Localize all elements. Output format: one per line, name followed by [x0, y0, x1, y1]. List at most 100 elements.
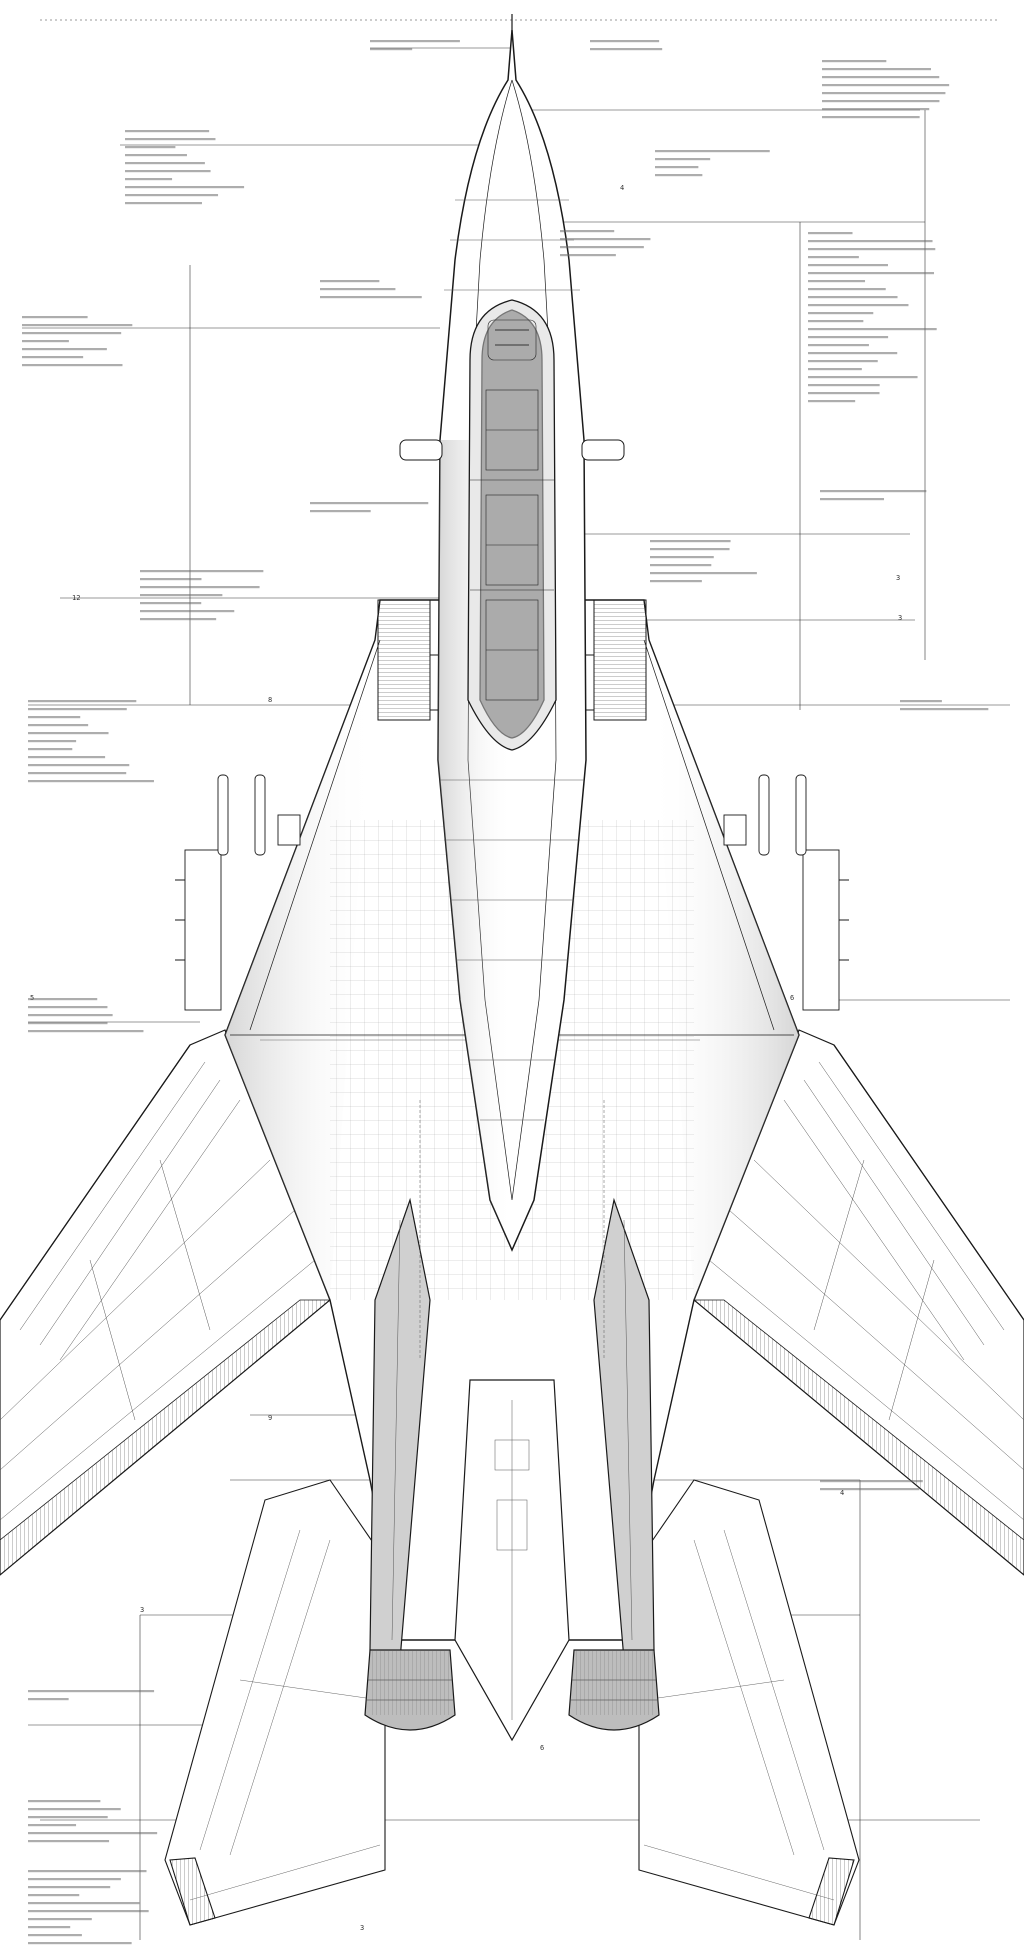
- tail-cone: [454, 1379, 570, 1742]
- right-wing: [692, 1029, 1024, 1576]
- annotation-line: [808, 320, 864, 323]
- annotation-line: [125, 138, 216, 141]
- annotation-line: [820, 1488, 920, 1491]
- annotation-line: [808, 304, 909, 307]
- annotation-line: [28, 1878, 121, 1881]
- annotation-line: [650, 548, 730, 551]
- annotation-line: [22, 340, 69, 343]
- annotation-line: [125, 170, 211, 173]
- annotation-line: [820, 498, 885, 501]
- annotation-line: [22, 364, 123, 367]
- annotation-line: [808, 392, 880, 395]
- annotation-line: [808, 400, 856, 403]
- svg-text:12: 12: [72, 594, 80, 602]
- annotation-line: [28, 1006, 108, 1009]
- annotation-line: [560, 254, 616, 257]
- annotation-line: [820, 490, 927, 493]
- annotation-line: [28, 1832, 158, 1835]
- annotation-line: [22, 316, 88, 319]
- svg-text:6: 6: [540, 1744, 544, 1752]
- annotation-line: [28, 1698, 69, 1701]
- annotation-line: [28, 1886, 111, 1889]
- left-stabilator: [164, 1479, 386, 1926]
- annotation-line: [655, 150, 770, 153]
- annotation-line: [28, 998, 98, 1001]
- annotation-line: [22, 332, 122, 335]
- annotation-line: [28, 1926, 71, 1929]
- annotation-line: [125, 194, 219, 197]
- annotation-line: [28, 1022, 108, 1025]
- annotation-line: [28, 764, 130, 767]
- annotation-line: [655, 174, 703, 177]
- forward-fins: [399, 439, 625, 461]
- exhaust-nozzle-icon: [364, 1649, 660, 1731]
- svg-text:3: 3: [140, 1606, 144, 1614]
- annotation-line: [808, 368, 862, 371]
- annotation-line: [808, 344, 869, 347]
- annotation-line: [28, 740, 77, 743]
- annotation-line: [822, 84, 950, 87]
- annotation-line: [808, 272, 935, 275]
- annotation-line: [820, 1480, 923, 1483]
- annotation-line: [560, 246, 644, 249]
- annotation-line: [140, 602, 202, 605]
- annotation-line: [28, 756, 106, 759]
- annotation-line: [655, 166, 699, 169]
- annotation-line: [808, 248, 936, 251]
- annotation-line: [140, 618, 217, 621]
- annotation-line: [900, 700, 942, 703]
- annotation-line: [822, 68, 931, 71]
- annotation-line: [650, 540, 731, 543]
- annotation-line: [28, 1824, 77, 1827]
- annotation-line: [320, 296, 422, 299]
- annotation-line: [590, 48, 663, 51]
- svg-text:4: 4: [620, 184, 624, 192]
- annotation-line: [808, 256, 859, 259]
- vertical-tails: [369, 1197, 655, 1661]
- annotation-line: [822, 116, 920, 119]
- annotation-line: [22, 348, 107, 351]
- annotation-line: [28, 1840, 110, 1843]
- canopy-icon: [467, 299, 557, 751]
- svg-text:9: 9: [268, 1414, 272, 1422]
- annotation-line: [28, 1902, 140, 1905]
- annotation-line: [28, 724, 89, 727]
- annotation-line: [140, 570, 264, 573]
- annotation-line: [28, 700, 137, 703]
- svg-text:8: 8: [268, 696, 272, 704]
- annotation-line: [822, 100, 940, 103]
- annotation-line: [370, 40, 460, 43]
- annotation-line: [822, 108, 930, 111]
- annotation-line: [140, 578, 202, 581]
- annotation-line: [808, 264, 888, 267]
- annotation-line: [370, 48, 413, 51]
- annotation-line: [28, 732, 109, 735]
- annotation-line: [22, 324, 133, 327]
- annotation-line: [822, 92, 946, 95]
- annotation-line: [310, 510, 371, 513]
- annotation-line: [655, 158, 711, 161]
- annotation-line: [808, 288, 886, 291]
- annotation-line: [808, 312, 874, 315]
- annotation-line: [125, 202, 202, 205]
- annotation-line: [125, 186, 245, 189]
- annotation-line: [808, 328, 937, 331]
- annotation-line: [650, 556, 714, 559]
- annotation-line: [125, 162, 205, 165]
- annotation-line: [28, 1014, 113, 1017]
- annotation-line: [590, 40, 660, 43]
- annotation-line: [560, 230, 615, 233]
- svg-text:3: 3: [898, 614, 902, 622]
- annotation-line: [310, 502, 429, 505]
- annotation-line: [822, 76, 940, 79]
- annotation-line: [28, 1808, 121, 1811]
- annotation-line: [808, 352, 898, 355]
- annotation-line: [125, 154, 187, 157]
- annotation-line: [140, 594, 223, 597]
- annotation-line: [28, 772, 127, 775]
- annotation-line: [28, 1918, 92, 1921]
- annotation-line: [125, 178, 173, 181]
- weapon-pylons: [175, 774, 849, 1011]
